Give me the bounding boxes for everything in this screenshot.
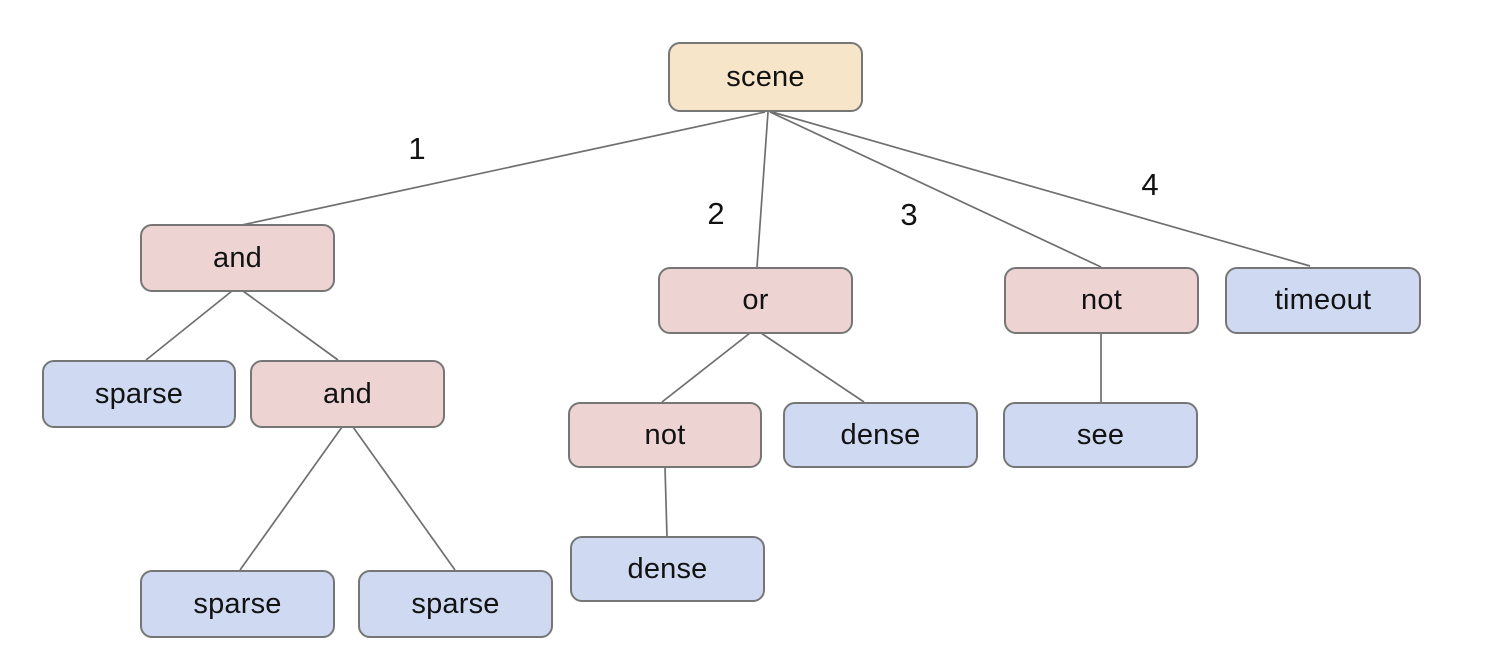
edge-and-sparse [145,290,233,361]
edge-or-not [661,332,751,403]
edge-and2-sparse [239,426,343,571]
edge-scene-or [756,111,769,268]
edge-or-dense [760,332,865,403]
edge-scene-and [241,111,766,226]
node-scene[interactable]: scene [668,42,863,112]
node-and-2[interactable]: and [250,360,445,428]
edge-label-1: 1 [408,131,426,166]
edge-and-and [242,290,339,361]
node-sparse-2[interactable]: sparse [140,570,335,638]
node-sparse-1[interactable]: sparse [42,360,236,428]
edge-not2-dense [664,466,668,538]
edge-label-2: 2 [707,196,725,231]
edge-label-3: 3 [900,197,918,232]
edge-and2-sparse2 [352,426,456,571]
node-or[interactable]: or [658,267,853,334]
node-not-1[interactable]: not [1004,267,1199,334]
node-dense-2[interactable]: dense [570,536,765,602]
edge-scene-not [769,111,1102,268]
node-not-2[interactable]: not [568,402,762,468]
edge-label-4: 4 [1141,167,1159,202]
node-timeout[interactable]: timeout [1225,267,1421,334]
node-see[interactable]: see [1003,402,1198,468]
node-sparse-3[interactable]: sparse [358,570,553,638]
node-dense-1[interactable]: dense [783,402,978,468]
node-and-1[interactable]: and [140,224,335,292]
edge-scene-timeout [771,111,1311,267]
